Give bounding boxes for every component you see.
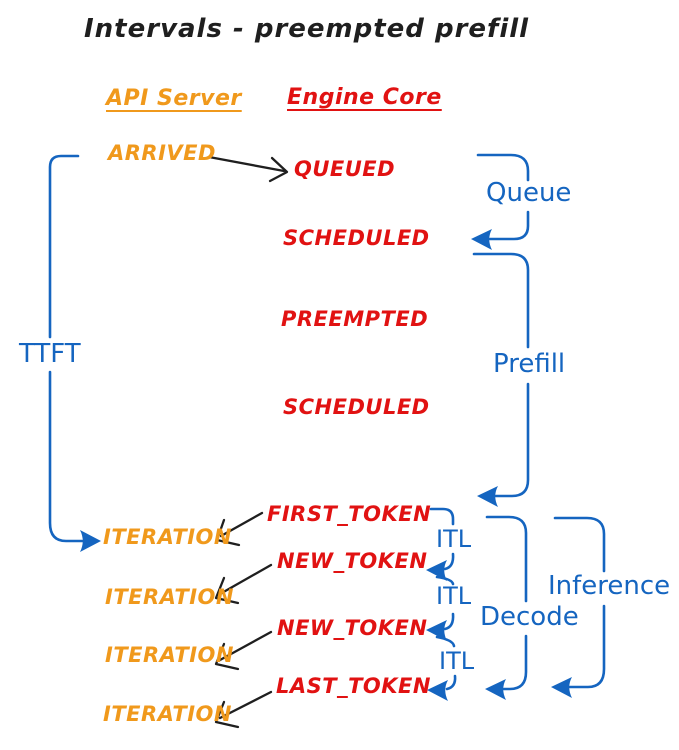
- diagram-title: Intervals - preempted prefill: [84, 14, 530, 44]
- interval-label-decode: Decode: [480, 602, 579, 632]
- itl-bracket-3: [427, 674, 457, 701]
- inference-arrowhead: [551, 677, 572, 698]
- itl-arrowhead-1: [426, 560, 447, 581]
- itl-arrowhead-3: [427, 680, 448, 701]
- event-preempted: PREEMPTED: [281, 307, 429, 331]
- interval-label-itl-3: ITL: [439, 647, 475, 675]
- event-last-token: LAST_TOKEN: [276, 674, 431, 698]
- event-new-token-2: NEW_TOKEN: [277, 616, 428, 640]
- arrow-new-token-1-to-iteration: [214, 563, 273, 605]
- ttft-arrowhead: [80, 530, 101, 552]
- event-first-token: FIRST_TOKEN: [267, 502, 432, 526]
- ttft-bracket: [48, 154, 101, 552]
- arrow-new-token-2-to-iteration: [214, 630, 273, 671]
- interval-label-itl-2: ITL: [436, 582, 472, 610]
- queue-bracket: [471, 153, 530, 250]
- prefill-arrowhead: [477, 486, 498, 507]
- event-new-token-1: NEW_TOKEN: [277, 549, 428, 573]
- column-header-engine-core: Engine Core: [287, 85, 442, 110]
- decode-arrowhead: [485, 679, 506, 700]
- itl-arrowhead-2: [426, 620, 447, 641]
- event-iteration-4: ITERATION: [103, 702, 232, 726]
- interval-label-inference: Inference: [548, 571, 671, 601]
- arrow-arrived-to-queued: [207, 155, 289, 183]
- inference-bracket: [551, 516, 606, 698]
- decode-bracket: [485, 515, 528, 700]
- queue-arrowhead: [471, 229, 492, 250]
- interval-label-itl-1: ITL: [436, 525, 472, 553]
- arrow-first-token-to-iteration: [215, 511, 264, 547]
- interval-label-queue: Queue: [486, 178, 572, 208]
- event-scheduled-1: SCHEDULED: [283, 226, 430, 250]
- prefill-bracket: [472, 252, 530, 507]
- arrow-last-token-to-iteration: [214, 690, 273, 729]
- event-arrived: ARRIVED: [108, 141, 216, 165]
- itl-bracket-1: [426, 507, 455, 586]
- interval-label-prefill: Prefill: [493, 349, 566, 379]
- event-iteration-3: ITERATION: [105, 643, 234, 667]
- event-iteration-1: ITERATION: [103, 525, 232, 549]
- interval-label-ttft: TTFT: [19, 339, 81, 369]
- event-scheduled-2: SCHEDULED: [283, 395, 430, 419]
- event-queued: QUEUED: [294, 157, 396, 181]
- event-iteration-2: ITERATION: [105, 585, 234, 609]
- column-header-api-server: API Server: [106, 86, 242, 111]
- itl-bracket-2: [426, 612, 456, 648]
